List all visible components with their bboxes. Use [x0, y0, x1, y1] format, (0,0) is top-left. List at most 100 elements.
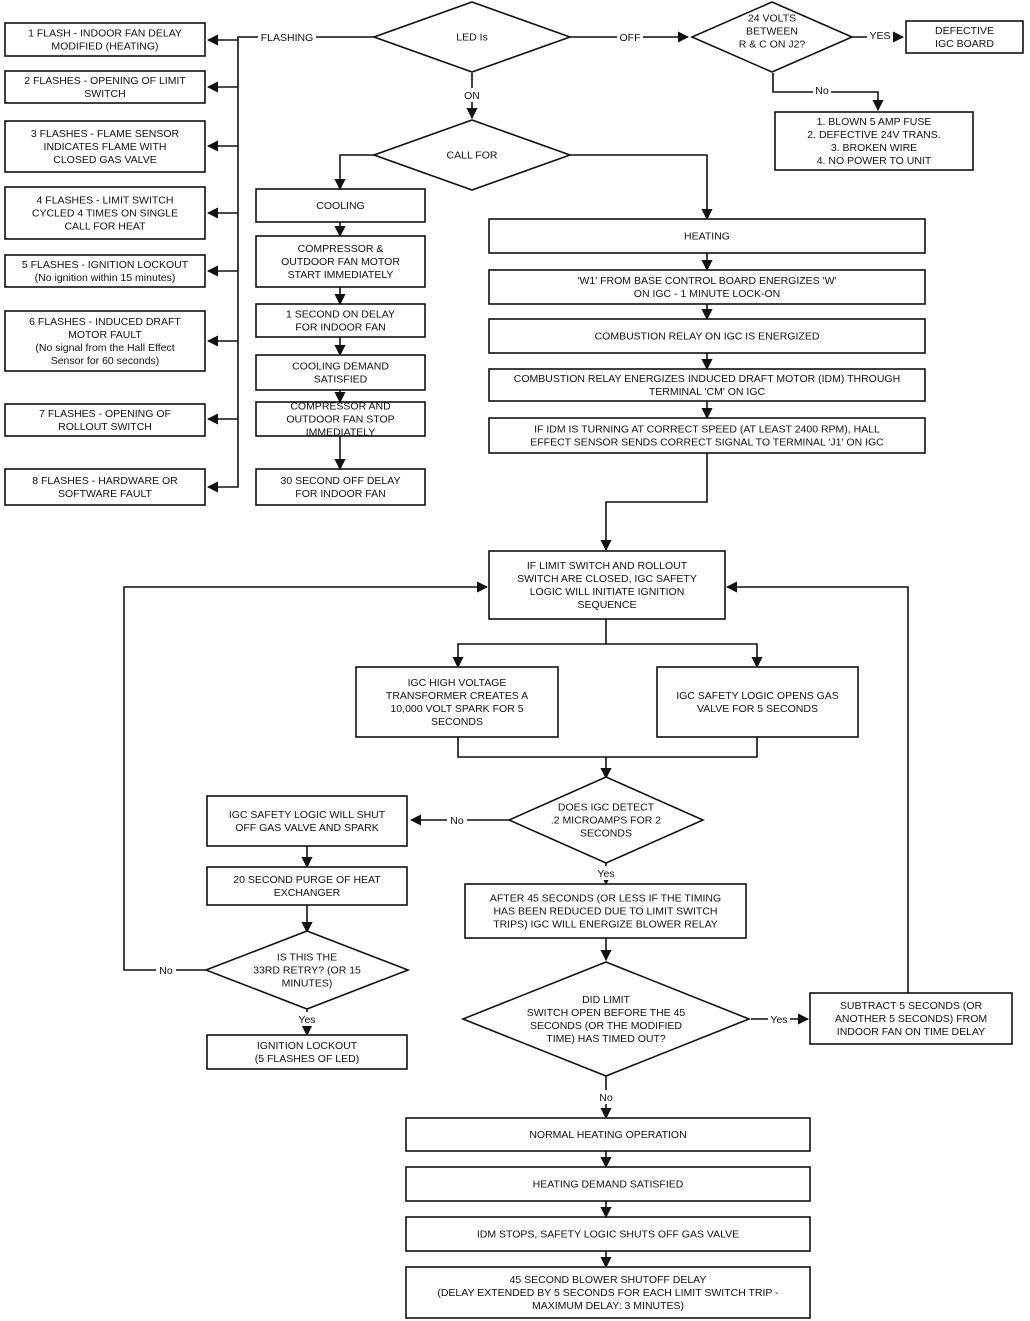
limit-yes-label-text: Yes: [770, 1014, 787, 1026]
call-for-decision: CALL FOR: [371, 119, 573, 191]
text-line: TRANSFORMER CREATES A: [386, 690, 528, 702]
node-text: COMBUSTION RELAY ENERGIZES INDUCED DRAFT…: [514, 373, 900, 398]
limit-no-label: No: [597, 1090, 615, 1104]
text-line: MOTOR FAULT: [68, 329, 142, 341]
yes-label-top-bg: [867, 28, 893, 42]
text-line: MODIFIED (HEATING): [51, 41, 158, 53]
retry-no-label-bg: [156, 963, 176, 977]
node-text: HEATING DEMAND SATISFIED: [533, 1179, 684, 1191]
detect-yes-label-text: Yes: [597, 868, 614, 880]
text-line: INDOOR FAN ON TIME DELAY: [837, 1026, 985, 1038]
final-step-1-frame: [405, 1117, 811, 1152]
text-line: SECONDS: [431, 716, 483, 728]
text-line: NORMAL HEATING OPERATION: [529, 1129, 686, 1141]
text-line: HEATING: [684, 231, 730, 243]
final-step-4: 45 SECOND BLOWER SHUTOFF DELAY(DELAY EXT…: [405, 1266, 811, 1319]
detect-yes-label-bg: [595, 866, 617, 880]
text-line: .2 MICROAMPS FOR 2: [551, 815, 661, 827]
text-line: R & C ON J2?: [739, 39, 806, 51]
text-line: IDM STOPS, SAFETY LOGIC SHUTS OFF GAS VA…: [477, 1229, 739, 1241]
text-line: COMBUSTION RELAY ON IGC IS ENERGIZED: [595, 331, 820, 343]
detect-yes-label: Yes: [595, 866, 617, 880]
retry-yes-label-text: Yes: [298, 1014, 315, 1026]
text-line: HEATING DEMAND SATISFIED: [533, 1179, 684, 1191]
text-line: SEQUENCE: [578, 599, 637, 611]
fault-code-2-frame: [4, 70, 206, 104]
text-line: SATISFIED: [314, 374, 368, 386]
fault-code-8-frame: [4, 468, 206, 506]
text-line: SWITCH: [84, 88, 125, 100]
heating-step-4: COMBUSTION RELAY ENERGIZES INDUCED DRAFT…: [488, 368, 926, 402]
limit-yes-label: Yes: [768, 1012, 790, 1026]
heating-step-5-frame: [488, 417, 926, 454]
text-line: 45 SECOND BLOWER SHUTOFF DELAY: [510, 1274, 707, 1286]
text-line: IF IDM IS TURNING AT CORRECT SPEED (AT L…: [534, 424, 880, 436]
text-line: HAS BEEN REDUCED DUE TO LIMIT SWITCH: [493, 906, 717, 918]
final-step-3-frame: [405, 1216, 811, 1252]
cooling-step-2-frame: [255, 235, 426, 288]
yes-label-top-text: YES: [869, 30, 890, 42]
text-line: IGC SAFETY LOGIC OPENS GAS: [676, 690, 839, 702]
heating-step-1: HEATING: [488, 218, 926, 254]
split-right: [606, 643, 763, 669]
text-line: IGC SAFETY LOGIC WILL SHUT: [229, 809, 386, 821]
text-line: 33RD RETRY? (OR 15: [253, 965, 361, 977]
on-label-text: ON: [464, 90, 480, 102]
heating-step-2: 'W1' FROM BASE CONTROL BOARD ENERGIZES '…: [488, 269, 926, 305]
text-line: (No ignition within 15 minutes): [35, 272, 176, 284]
text-line: 20 SECOND PURGE OF HEAT: [233, 874, 381, 886]
fault-code-3-frame: [4, 120, 206, 173]
text-line: DID LIMIT: [582, 994, 630, 1006]
subtract-loop: [725, 581, 909, 993]
text-line: COMBUSTION RELAY ENERGIZES INDUCED DRAFT…: [514, 373, 900, 385]
final-step-4-frame: [405, 1266, 811, 1319]
node-text: 45 SECOND BLOWER SHUTOFF DELAY(DELAY EXT…: [437, 1274, 779, 1312]
text-line: ON IGC - 1 MINUTE LOCK-ON: [634, 288, 780, 300]
split-line: [452, 619, 607, 669]
heating-step-5: IF IDM IS TURNING AT CORRECT SPEED (AT L…: [488, 417, 926, 454]
off-label: OFF: [617, 30, 643, 44]
text-line: IGC HIGH VOLTAGE: [408, 677, 507, 689]
node-text: NORMAL HEATING OPERATION: [529, 1129, 686, 1141]
final-step-2: HEATING DEMAND SATISFIED: [405, 1166, 811, 1202]
final-step-2-frame: [405, 1166, 811, 1202]
text-line: (DELAY EXTENDED BY 5 SECONDS FOR EACH LI…: [437, 1287, 779, 1299]
node-text: LED Is: [456, 32, 488, 44]
cooling-step-4-frame: [255, 354, 426, 391]
text-line: 'W1' FROM BASE CONTROL BOARD ENERGIZES '…: [577, 275, 836, 287]
text-line: COMPRESSOR AND: [290, 401, 391, 413]
heating-step-4-frame: [488, 368, 926, 402]
final-step-1: NORMAL HEATING OPERATION: [405, 1117, 811, 1152]
no-label-top-text: No: [815, 85, 829, 97]
text-line: Sensor for 60 seconds): [51, 355, 160, 367]
node-text: HEATING: [684, 231, 730, 243]
final-step-3: IDM STOPS, SAFETY LOGIC SHUTS OFF GAS VA…: [405, 1216, 811, 1252]
detect-no-label-bg: [447, 813, 467, 827]
heating-step-1-frame: [488, 218, 926, 254]
text-line: 4 FLASHES - LIMIT SWITCH: [37, 195, 174, 207]
heating-step-3: COMBUSTION RELAY ON IGC IS ENERGIZED: [488, 318, 926, 354]
